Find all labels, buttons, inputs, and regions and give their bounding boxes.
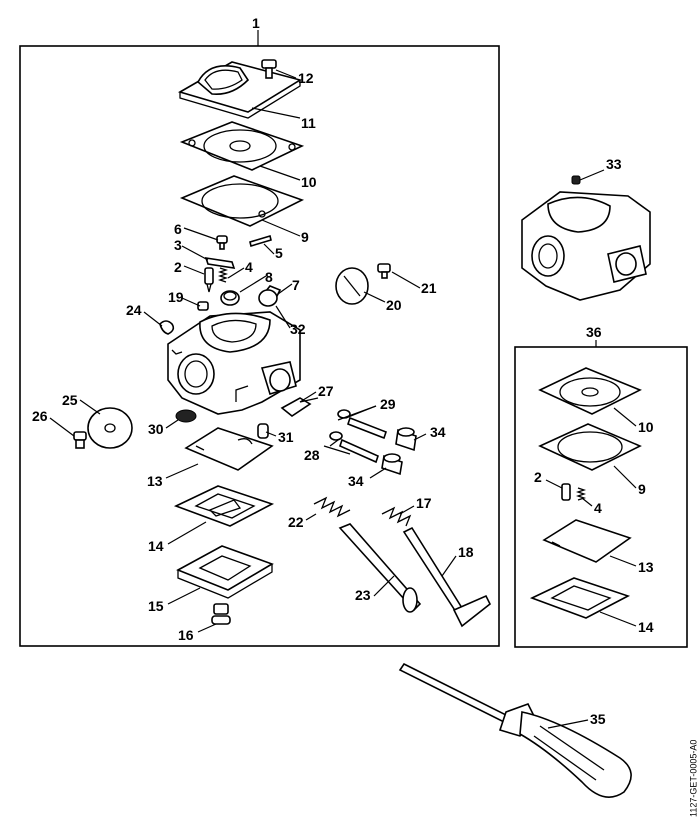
leader-lines bbox=[49, 69, 637, 729]
part-label-5: 5 bbox=[275, 245, 283, 261]
screwdriver-35-drawing bbox=[398, 662, 632, 798]
kit-label-2: 2 bbox=[534, 469, 542, 485]
kit-diaphragm-10-drawing bbox=[538, 367, 642, 415]
screw-21-drawing bbox=[377, 263, 391, 279]
part-label-15: 15 bbox=[148, 598, 164, 614]
diaphragm-10-drawing bbox=[179, 121, 305, 171]
part-label-34b: 34 bbox=[348, 473, 364, 489]
diaphragm-25-drawing bbox=[87, 407, 133, 449]
metering-cover-15-drawing bbox=[176, 545, 274, 599]
kit-label-4: 4 bbox=[594, 500, 602, 516]
part-label-2: 2 bbox=[174, 259, 182, 275]
screw-12-drawing bbox=[261, 59, 277, 79]
kit-diaphragm-14-drawing bbox=[529, 577, 631, 619]
pump-cover-drawing bbox=[177, 61, 303, 119]
part-label-1: 1 bbox=[252, 15, 260, 31]
shaft-23-drawing bbox=[338, 523, 422, 613]
part-label-11: 11 bbox=[301, 115, 316, 131]
part-label-7: 7 bbox=[292, 277, 300, 293]
part-label-35: 35 bbox=[590, 711, 606, 727]
kit-label-10: 10 bbox=[638, 419, 654, 435]
kit-gasket-13-drawing bbox=[542, 519, 632, 563]
part-label-21: 21 bbox=[421, 280, 437, 296]
carburetor-body-33-drawing bbox=[521, 175, 651, 301]
inlet-valve-parts-drawing bbox=[204, 234, 272, 293]
screw-26-drawing bbox=[73, 431, 87, 449]
adjusting-needles-drawing bbox=[329, 409, 417, 476]
part-label-23: 23 bbox=[355, 587, 371, 603]
screw-16-drawing bbox=[211, 603, 231, 625]
carburetor-body-drawing bbox=[167, 311, 301, 415]
kit-gasket-9-drawing bbox=[538, 423, 642, 471]
part-label-32: 32 bbox=[290, 321, 306, 337]
diagram-code: 1127-GET-0005-A0 bbox=[688, 739, 698, 817]
part-label-31: 31 bbox=[278, 429, 294, 445]
kit-label-13: 13 bbox=[638, 559, 654, 575]
gasket-9-drawing bbox=[179, 175, 305, 227]
part-label-29: 29 bbox=[380, 396, 396, 412]
part-label-4: 4 bbox=[245, 259, 253, 275]
part-label-16: 16 bbox=[178, 627, 194, 643]
gasket-13-drawing bbox=[184, 427, 274, 471]
cap-7-drawing bbox=[258, 285, 282, 307]
part-label-20: 20 bbox=[386, 297, 402, 313]
spring-17-drawing bbox=[381, 506, 412, 527]
part-label-6: 6 bbox=[174, 221, 182, 237]
plug-8-drawing bbox=[220, 290, 240, 306]
part-label-25: 25 bbox=[62, 392, 78, 408]
part-label-33: 33 bbox=[606, 156, 622, 172]
spring-22-drawing bbox=[313, 496, 351, 518]
needle-27-drawing bbox=[280, 397, 319, 417]
clip-24-drawing bbox=[159, 320, 175, 335]
assembly-frame bbox=[19, 45, 500, 647]
part-label-17: 17 bbox=[416, 495, 432, 511]
part-label-19: 19 bbox=[168, 289, 184, 305]
shaft-18-drawing bbox=[402, 526, 492, 628]
pin-31-drawing bbox=[257, 423, 269, 439]
screw-19-drawing bbox=[197, 301, 209, 311]
kit-label-9: 9 bbox=[638, 481, 646, 497]
part-label-28: 28 bbox=[304, 447, 320, 463]
part-label-26: 26 bbox=[32, 408, 48, 424]
part-label-12: 12 bbox=[298, 70, 314, 86]
part-label-34a: 34 bbox=[430, 424, 446, 440]
part-label-22: 22 bbox=[288, 514, 304, 530]
kit-frame bbox=[514, 346, 688, 648]
throttle-disc-20-drawing bbox=[335, 267, 369, 305]
part-label-3: 3 bbox=[174, 237, 182, 253]
part-label-13: 13 bbox=[147, 473, 163, 489]
part-label-8: 8 bbox=[265, 269, 273, 285]
part-label-36: 36 bbox=[586, 324, 602, 340]
part-label-10: 10 bbox=[301, 174, 317, 190]
kit-label-14: 14 bbox=[638, 619, 654, 635]
kit-needle-spring-drawing bbox=[561, 483, 587, 501]
part-label-24: 24 bbox=[126, 302, 142, 318]
metering-diaphragm-14-drawing bbox=[173, 485, 275, 527]
screen-30-drawing bbox=[175, 409, 197, 423]
part-label-30: 30 bbox=[148, 421, 164, 437]
part-label-18: 18 bbox=[458, 544, 474, 560]
part-label-14: 14 bbox=[148, 538, 164, 554]
part-label-27: 27 bbox=[318, 383, 334, 399]
part-label-9: 9 bbox=[301, 229, 309, 245]
